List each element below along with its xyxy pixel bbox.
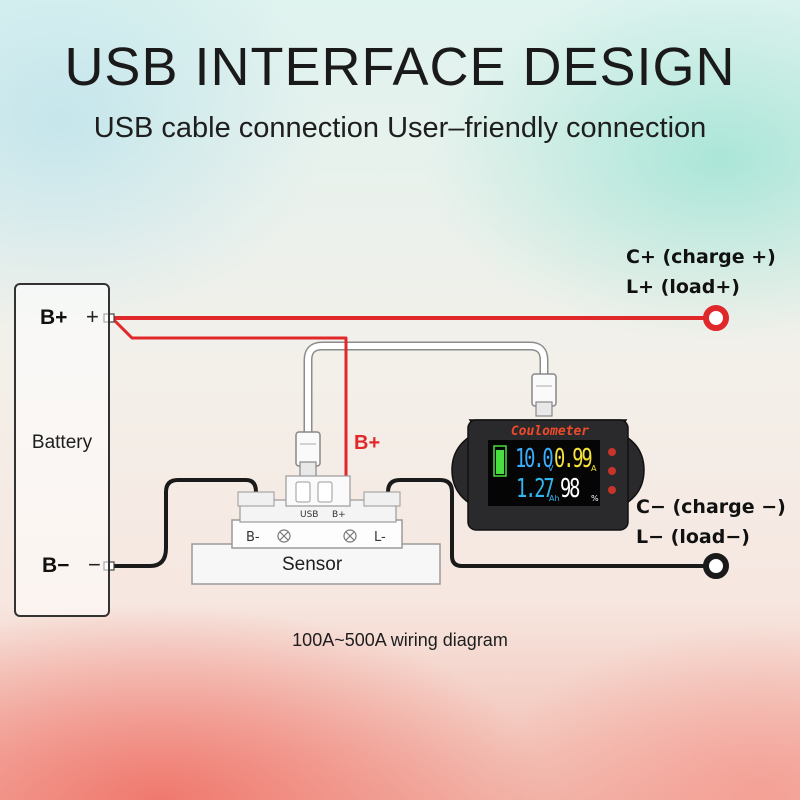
meter-voltage: 10.0 bbox=[515, 444, 554, 474]
positive-terminal-line1: C+ (charge +) bbox=[626, 246, 776, 268]
battery-positive-terminal: B+ bbox=[40, 306, 68, 329]
negative-terminal-line2: L− (load−) bbox=[636, 526, 750, 548]
positive-wires bbox=[110, 316, 712, 486]
usb-cable bbox=[303, 341, 549, 445]
coulometer-body bbox=[451, 419, 645, 531]
diagram-caption: 100A~500A wiring diagram bbox=[292, 630, 508, 650]
positive-terminal-line2: L+ (load+) bbox=[626, 276, 740, 298]
usb-plug-meter bbox=[531, 373, 557, 417]
usb-plug-sensor bbox=[295, 431, 321, 479]
meter-capacity: 1.27 bbox=[516, 474, 555, 504]
meter-percent-unit: % bbox=[591, 494, 599, 503]
battery-positive-symbol: + bbox=[86, 304, 99, 329]
battery-negative-terminal: B− bbox=[42, 554, 70, 577]
meter-voltage-unit: V bbox=[548, 464, 554, 473]
sensor-left-marking: B- bbox=[246, 530, 260, 545]
meter-current: 0.99 bbox=[554, 444, 593, 474]
meter-percent: 98 bbox=[560, 474, 580, 504]
negative-ring-terminal bbox=[703, 553, 729, 579]
negative-terminal-line1: C− (charge −) bbox=[636, 496, 786, 518]
meter-capacity-unit: Ah bbox=[549, 494, 560, 503]
page-subtitle: USB cable connection User–friendly conne… bbox=[93, 112, 707, 144]
meter-title: Coulometer bbox=[510, 424, 590, 439]
sensor-usb-marking: USB bbox=[300, 510, 319, 520]
battery-label: Battery bbox=[31, 432, 93, 453]
page-title: USB INTERFACE DESIGN bbox=[64, 37, 736, 97]
sensor-right-marking: L- bbox=[374, 530, 386, 545]
wire-bplus-label: B+ bbox=[354, 432, 381, 454]
battery-negative-symbol: − bbox=[88, 552, 101, 577]
negative-wires bbox=[110, 478, 708, 568]
battery-box bbox=[14, 283, 110, 617]
sensor-label: Sensor bbox=[282, 554, 343, 575]
sensor-bplus-marking: B+ bbox=[332, 510, 346, 520]
positive-ring-terminal bbox=[703, 305, 729, 331]
meter-current-unit: A bbox=[591, 464, 597, 473]
sensor-body bbox=[191, 475, 441, 585]
